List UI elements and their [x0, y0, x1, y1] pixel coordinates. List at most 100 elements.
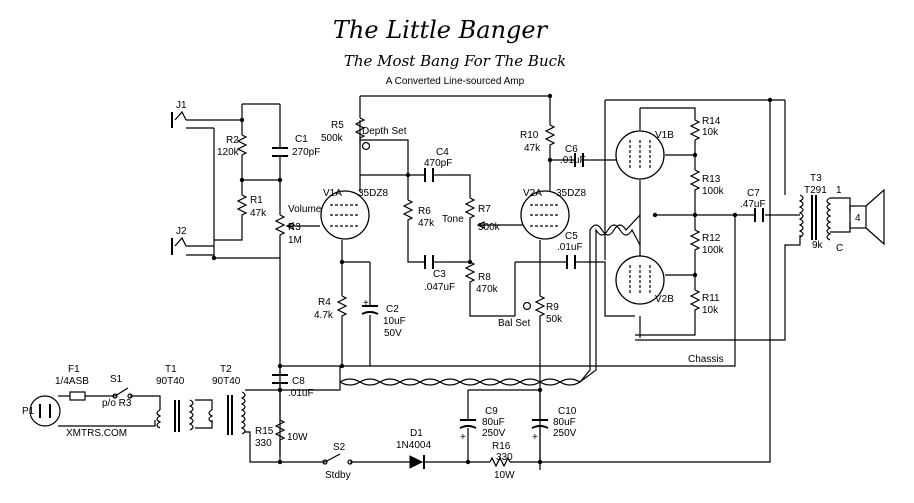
capacitor-c9: [459, 419, 477, 429]
label-v2b: V2B: [655, 294, 674, 305]
label-r10-value: 47k: [524, 143, 541, 154]
label-f1-value: 1/4ASB: [55, 376, 89, 387]
label-c10-plus: +: [532, 432, 538, 443]
label-s2: S2: [333, 442, 346, 453]
resistor-r7: [464, 197, 476, 238]
tube-v2a-elements: [530, 204, 560, 227]
label-c6: C6: [565, 144, 578, 155]
label-r12: R12: [702, 233, 721, 244]
label-t2-value: 90T40: [212, 376, 241, 387]
wiper-volume: [285, 222, 294, 230]
transformer-t2-core: [227, 395, 233, 435]
label-site: XMTRS.COM: [66, 428, 127, 439]
label-c4-value: 470pF: [424, 158, 452, 169]
label-r14: R14: [702, 116, 721, 127]
label-r2: R2: [226, 135, 239, 146]
label-t3-tap-1: 1: [836, 185, 842, 196]
label-v1a-type: 35DZ8: [358, 188, 388, 199]
resistor-r10: [544, 124, 556, 152]
label-r1: R1: [250, 195, 263, 206]
capacitor-c8: [272, 374, 288, 384]
junction-dot: [537, 387, 543, 393]
label-r7: R7: [478, 204, 491, 215]
label-c10-voltage: 250V: [553, 428, 577, 439]
wire-r1-bot: [214, 220, 243, 241]
wire-t1-t2-b: [195, 420, 213, 429]
label-d1: D1: [410, 428, 423, 439]
label-r11: R11: [702, 293, 720, 304]
label-r6-value: 47k: [418, 218, 435, 229]
label-c3-value: .047uF: [424, 282, 455, 293]
resistor-r12: [689, 229, 701, 258]
label-r5: R5: [331, 120, 344, 131]
resistor-r11: [689, 289, 701, 315]
wire-t1-t2: [195, 399, 213, 410]
label-r11-value: 10k: [702, 305, 719, 316]
label-c8: C8: [292, 376, 305, 387]
label-t3: T3: [810, 173, 822, 184]
wire-depth-wiper: [360, 139, 409, 200]
capacitor-c3: [424, 255, 434, 269]
junction-dot: [239, 117, 245, 123]
label-r4: R4: [318, 297, 331, 308]
wire-s1-t1: [130, 395, 161, 410]
label-stdby: Stdby: [325, 470, 351, 481]
transformer-t3-core: [811, 195, 817, 240]
label-v1a: V1A: [323, 188, 342, 199]
label-r8-value: 470k: [476, 284, 499, 295]
wire-c4-right: [445, 174, 471, 198]
label-c8-value: .01uF: [288, 388, 314, 399]
label-c9-value: 80uF: [482, 417, 505, 428]
label-chassis: Chassis: [688, 354, 724, 365]
capacitor-c10: [531, 419, 549, 429]
capacitors: [272, 147, 764, 462]
label-r15: R15: [255, 426, 274, 437]
label-c7-value: .47uF: [740, 199, 766, 210]
label-r3: R3: [288, 222, 301, 233]
label-r16: R16: [492, 441, 511, 452]
junction-dot: [277, 177, 283, 183]
resistor-r15: [274, 419, 286, 441]
subtitle: The Most Bang For The Buck: [344, 52, 566, 70]
label-r6: R6: [418, 206, 431, 217]
wiper-tone: [476, 221, 485, 229]
speaker-cone: [865, 188, 885, 246]
wire-r6-c3: [407, 230, 425, 263]
junction-dot: [405, 172, 411, 178]
resistors: [236, 117, 701, 468]
heater-wire-b: [339, 224, 641, 386]
label-j2: J2: [176, 226, 187, 237]
tube-v1a-elements: [330, 204, 360, 227]
label-r9: R9: [546, 302, 559, 313]
junction-dot: [277, 387, 283, 393]
label-r7-value: 500k: [478, 222, 501, 233]
label-volume: Volume: [288, 204, 322, 215]
label-r3-value: 1M: [288, 235, 302, 246]
wire-c8-link: [280, 366, 341, 391]
label-depth-set: Depth Set: [362, 126, 407, 137]
label-c9: C9: [485, 406, 498, 417]
label-p1: P1: [22, 406, 35, 417]
junction-dot: [339, 259, 345, 265]
transformer-t2-primary: [208, 409, 214, 423]
junction-dot: [732, 212, 738, 218]
junction-dot: [277, 363, 283, 369]
junction-dot: [547, 93, 553, 99]
label-c2-value: 10uF: [383, 316, 406, 327]
label-c6-value: .01uF: [560, 155, 586, 166]
transformer-t3-primary: [798, 194, 804, 238]
label-c4: C4: [436, 147, 449, 158]
wire-r11-bot: [635, 315, 696, 336]
label-c2-plus: +: [363, 298, 369, 309]
switch-s2-contact: [347, 459, 353, 465]
label-c2: C2: [386, 304, 399, 315]
transformer-t1-secondary: [188, 399, 194, 431]
junction-dot: [339, 363, 345, 369]
title: The Little Banger: [333, 16, 549, 44]
junction-dot: [767, 97, 773, 103]
magnetics: [29, 188, 885, 469]
switch-s1-contact: [127, 393, 133, 399]
label-c1: C1: [295, 134, 308, 145]
label-c7: C7: [747, 188, 760, 199]
